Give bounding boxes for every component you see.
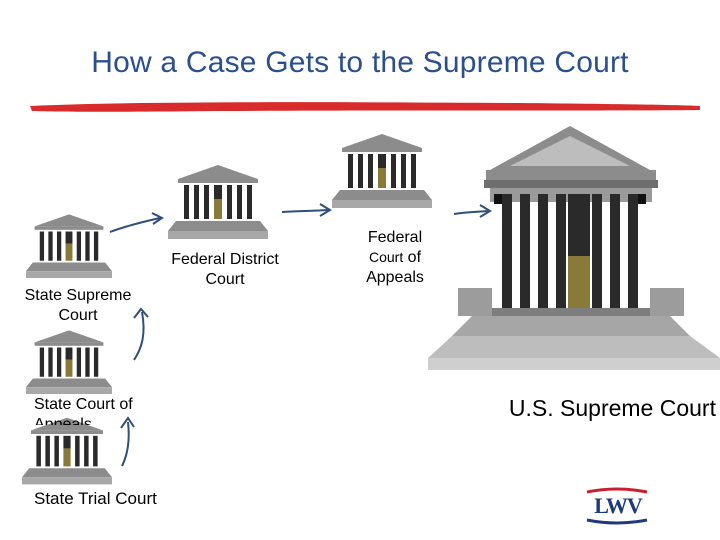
courthouse-icon-state-trial [22,417,112,485]
federal-district-court-label: Federal District Court [171,251,279,288]
page-title: How a Case Gets to the Supreme Court [91,46,629,79]
federal-appeals-line2: Court of [340,248,450,268]
title-underline [30,102,700,112]
federal-court-of-appeals-label: Federal Court of Appeals [340,228,450,288]
us-supreme-court-label: U.S. Supreme Court [508,395,716,421]
lwv-logo-mark [586,487,648,525]
arrow-icon-state-to-district [109,212,164,233]
state-supreme-court-label: State Supreme Court [24,287,132,324]
federal-appeals-of-word: of [407,249,422,266]
arrow-icon-district-to-appeals [281,203,332,217]
arrow-icon-appeals-to-supreme [453,204,492,218]
arrow-icon-trial-to-state-appeals [120,416,135,467]
courthouse-icon-state-supreme [26,214,112,278]
federal-appeals-line1: Federal [367,229,423,246]
courthouse-icon-state-appeals [26,330,112,394]
courthouse-icon-federal-appeals [332,134,432,208]
lwv-logo-text: LWV [594,493,643,518]
state-trial-court-label: State Trial Court [34,489,157,508]
federal-appeals-court-word: Court [368,249,404,265]
federal-appeals-line3: Appeals [366,269,424,286]
courthouse-icon-us-supreme [428,126,720,370]
lwv-logo: LWV [583,486,653,526]
state-court-of-appeals-label: State Court of Appeals [34,396,133,425]
courthouse-icon-federal-district [168,165,268,239]
arrow-icon-appeals-to-state-supreme [133,307,149,361]
